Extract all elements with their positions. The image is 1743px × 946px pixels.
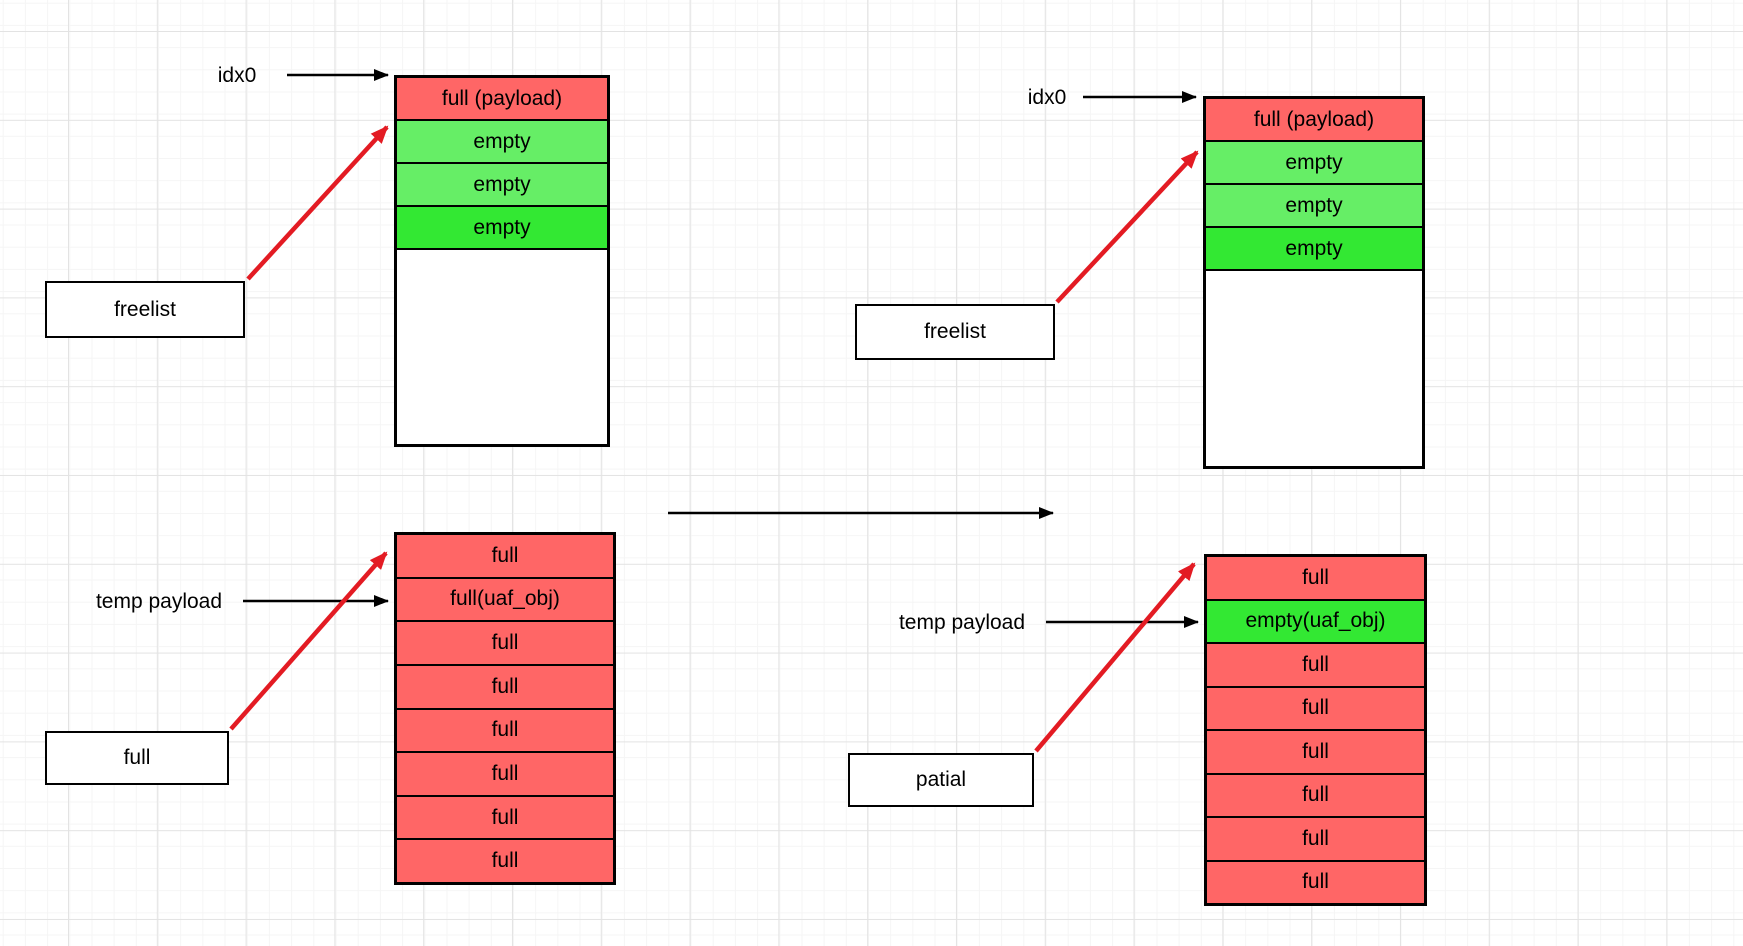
stack-cell[interactable]: full (payload) — [397, 78, 607, 121]
stack-cell[interactable]: full — [397, 535, 613, 579]
slab-stack-top-left[interactable]: full (payload) empty empty empty — [394, 75, 610, 447]
stack-cell[interactable]: full — [397, 753, 613, 797]
stack-cell[interactable]: empty(uaf_obj) — [1207, 600, 1424, 644]
stack-cell[interactable]: full — [397, 622, 613, 666]
stack-cell[interactable]: full — [1207, 644, 1424, 688]
idx0-label-top-right[interactable]: idx0 — [1027, 86, 1067, 109]
stack-cell[interactable]: empty — [1206, 228, 1422, 271]
stack-free-space[interactable] — [397, 250, 607, 444]
stack-cell[interactable]: full — [1207, 687, 1424, 731]
slab-stack-top-right[interactable]: full (payload) empty empty empty — [1203, 96, 1425, 469]
freelist-box-top-left[interactable]: freelist — [45, 281, 245, 338]
stack-cell[interactable]: full — [397, 840, 613, 882]
slab-stack-bottom-right[interactable]: full empty(uaf_obj) full full full full … — [1204, 554, 1427, 906]
stack-cell[interactable]: empty — [1206, 142, 1422, 185]
patial-arrow-bottom-right[interactable] — [1034, 562, 1196, 753]
freelist-box-top-right[interactable]: freelist — [855, 304, 1055, 360]
stack-cell[interactable]: full — [1207, 731, 1424, 775]
temp-payload-label-bottom-right[interactable]: temp payload — [898, 611, 1026, 634]
stack-cell[interactable]: full — [1207, 861, 1424, 903]
freelist-arrow-top-left[interactable] — [246, 125, 389, 281]
stack-cell[interactable]: full (payload) — [1206, 99, 1422, 142]
freelist-arrow-top-right[interactable] — [1055, 150, 1199, 304]
stack-free-space[interactable] — [1206, 271, 1422, 466]
stack-cell[interactable]: empty — [1206, 185, 1422, 228]
stack-cell[interactable]: full — [1207, 774, 1424, 818]
slab-stack-bottom-left[interactable]: full full(uaf_obj) full full full full f… — [394, 532, 616, 885]
stack-cell[interactable]: full — [1207, 557, 1424, 601]
idx0-label-top-left[interactable]: idx0 — [217, 64, 257, 87]
stack-cell[interactable]: full — [397, 665, 613, 710]
stack-cell[interactable]: empty — [397, 207, 607, 250]
patial-box-bottom-right[interactable]: patial — [848, 753, 1034, 807]
temp-payload-label-bottom-left[interactable]: temp payload — [95, 590, 223, 613]
full-box-bottom-left[interactable]: full — [45, 731, 229, 785]
stack-cell[interactable]: empty — [397, 164, 607, 207]
stack-cell[interactable]: empty — [397, 121, 607, 164]
stack-cell[interactable]: full — [1207, 818, 1424, 862]
full-arrow-bottom-left[interactable] — [229, 551, 388, 731]
stack-cell[interactable]: full(uaf_obj) — [397, 578, 613, 623]
stack-cell[interactable]: full — [397, 709, 613, 754]
stack-cell[interactable]: full — [397, 796, 613, 841]
